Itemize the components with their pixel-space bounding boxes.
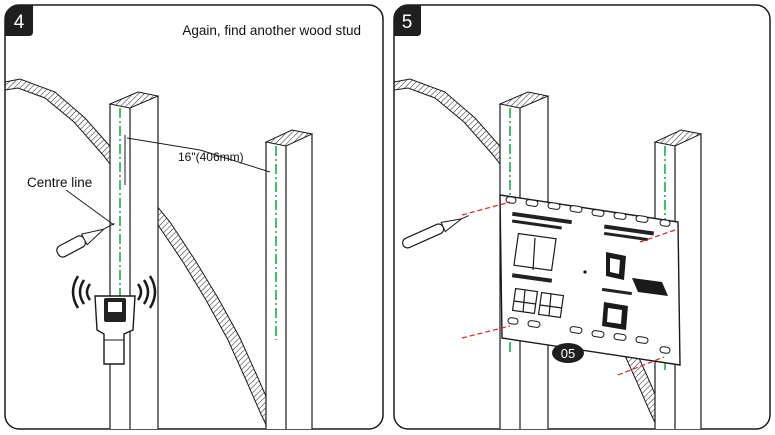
panel-step-4: 4: [4, 4, 384, 430]
step-caption: Again, find another wood stud: [182, 23, 361, 38]
step-number: 5: [402, 12, 413, 33]
centre-line-label: Centre line: [27, 175, 92, 190]
wall-plate-icon: [499, 194, 681, 366]
step-number-tab: [5, 5, 33, 36]
step-number-tab: [394, 5, 421, 36]
centre-line-leader: [65, 189, 115, 226]
signal-waves-icon: [71, 275, 157, 309]
wood-stud-right: [264, 129, 314, 429]
template-badge: [552, 343, 584, 363]
panel-frame: [4, 4, 384, 430]
laser-guide-lines: [461, 201, 676, 376]
spacing-label: 16"(406mm): [178, 150, 244, 164]
pencil-icon: [402, 215, 470, 249]
step-number: 4: [14, 12, 25, 33]
stud-finder-icon: [94, 295, 136, 365]
wood-stud-left: [108, 91, 160, 429]
spacing-leader-line: [126, 137, 271, 173]
template-badge-label: 05: [561, 346, 575, 361]
panel-step-5: 5: [393, 4, 771, 430]
